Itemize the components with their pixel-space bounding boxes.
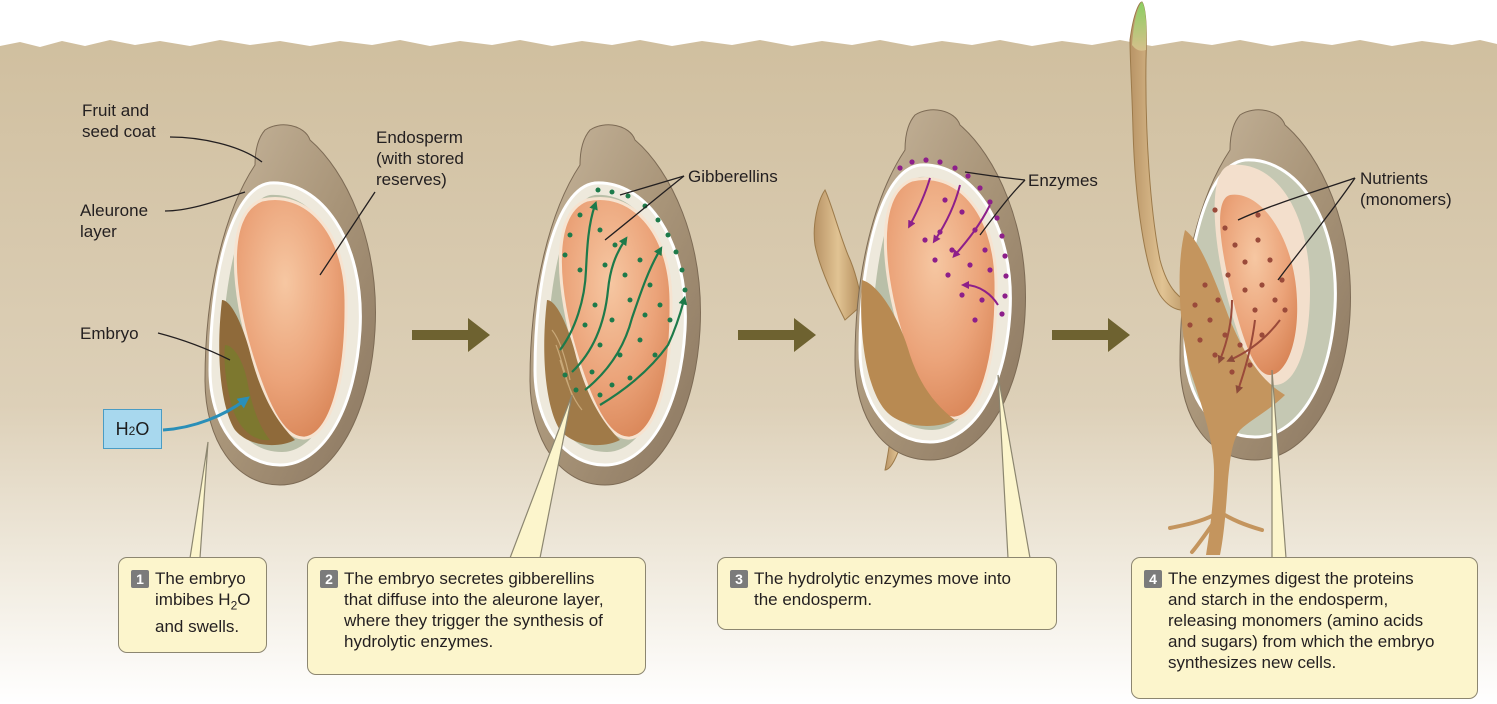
step-2-line-3: where they trigger the synthesis of — [344, 611, 603, 630]
seed-3-root — [813, 189, 863, 321]
step-2-caption: 2 The embryo secretes gibberellins that … — [307, 557, 646, 675]
step-1-line-2: imbibes H2O — [155, 589, 254, 616]
step-3-line-1: The hydrolytic enzymes move into — [754, 569, 1011, 588]
step-2-line-4: hydrolytic enzymes. — [344, 632, 494, 651]
process-arrow-1 — [412, 318, 490, 352]
label-embryo: Embryo — [80, 324, 139, 343]
step-1-after-sub: O — [237, 590, 251, 609]
leader-lines — [157, 136, 1356, 361]
seed-2 — [529, 124, 701, 486]
seed-2-gibberellin-arrows — [559, 200, 688, 406]
step-1-caption: 1 The embryo imbibes H2O and swells. — [118, 557, 267, 653]
seed-4-endosperm — [1220, 194, 1298, 375]
step-3-line-2: the endosperm. — [754, 590, 873, 609]
seed-3-embryo — [861, 280, 955, 426]
label-nutrients: Nutrients (monomers) — [1360, 169, 1452, 209]
water-suffix: O — [135, 418, 150, 439]
water-subscript: 2 — [128, 424, 136, 438]
step-4-line-1: The enzymes digest the proteins — [1168, 569, 1414, 588]
step-4-number: 4 — [1144, 570, 1162, 588]
step-4-line-5: synthesizes new cells. — [1168, 653, 1337, 672]
water-arrow — [162, 396, 250, 432]
step-1-line-3: and swells. — [155, 617, 240, 637]
seed-1-embryo-shoot — [224, 345, 270, 441]
seed-3 — [813, 109, 1026, 471]
step-4-line-2: and starch in the endosperm, — [1168, 590, 1389, 609]
label-aleurone-layer: Aleurone layer — [80, 201, 149, 241]
label-enzymes: Enzymes — [1028, 171, 1098, 190]
process-arrow-2 — [738, 318, 816, 352]
label-endosperm: Endosperm (with stored reserves) — [376, 128, 464, 189]
seed-1 — [162, 124, 376, 486]
seed-4-shoot-tip — [1132, 2, 1147, 51]
water-prefix: H — [115, 418, 129, 439]
seed-3-enzyme-dots — [897, 157, 1009, 323]
seed-1-endosperm — [233, 197, 348, 440]
label-gibberellins: Gibberellins — [688, 167, 778, 186]
step-1-line-1: The embryo — [155, 569, 246, 588]
step-4-line-3: releasing monomers (amino acids — [1168, 611, 1424, 630]
seed-4-nutrient-dots — [1187, 207, 1288, 375]
step-2-number: 2 — [320, 570, 338, 588]
step-2-line-1: The embryo secretes gibberellins — [344, 569, 595, 588]
step-1-number: 1 — [131, 570, 149, 588]
seed-2-embryo — [544, 300, 620, 446]
step-1-subscript: 2 — [230, 598, 238, 613]
step-3-number: 3 — [730, 570, 748, 588]
label-fruit-seed-coat: Fruit and seed coat — [82, 101, 156, 141]
process-arrow-3 — [1052, 318, 1130, 352]
step-4-line-4: and sugars) from which the embryo — [1168, 632, 1435, 651]
step-2-line-2: that diffuse into the aleurone layer, — [344, 590, 604, 609]
process-arrows — [412, 318, 1130, 352]
soil-background — [0, 40, 1497, 704]
step-4-caption: 4 The enzymes digest the proteins and st… — [1131, 557, 1478, 699]
seed-2-embryo-texture — [551, 329, 583, 411]
seed-4-nutrient-arrows — [1217, 299, 1281, 394]
seed-2-endosperm — [558, 197, 673, 440]
step-3-caption: 3 The hydrolytic enzymes move into the e… — [717, 557, 1057, 630]
seed-4-roots — [1168, 510, 1264, 554]
step-1-line-2-text: imbibes H — [155, 590, 231, 609]
seed-4-embryo — [1179, 230, 1285, 555]
